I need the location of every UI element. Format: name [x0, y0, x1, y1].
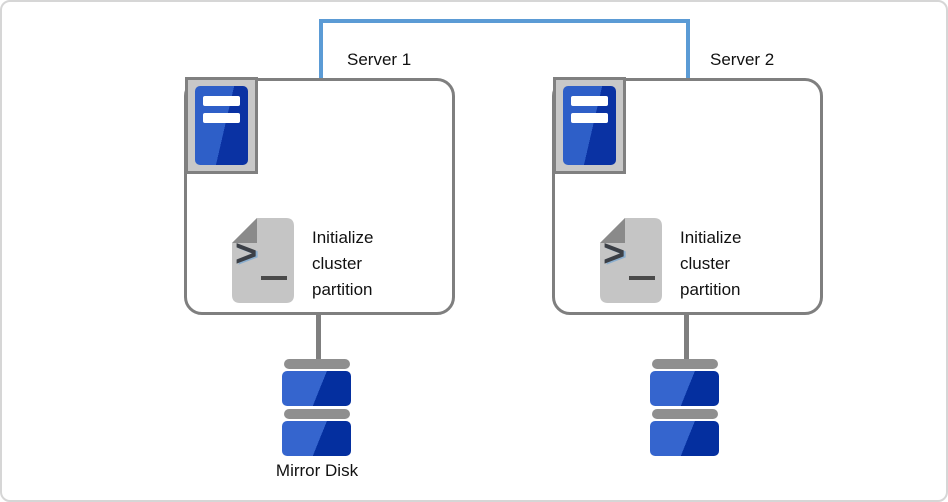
server2-action-text: Initialize cluster partition — [680, 228, 742, 299]
script-icon: > — [232, 218, 294, 303]
server1-disk-link — [316, 315, 321, 360]
interconnect-line-server1 — [319, 19, 323, 79]
disk1-platter-icon — [282, 371, 351, 406]
disk1-platter-icon — [282, 421, 351, 456]
mirror-disk-label: Mirror Disk — [275, 461, 359, 480]
disk2-cap-icon — [652, 359, 718, 369]
server1-tower-icon — [185, 77, 258, 174]
interconnect-line-horizontal — [319, 19, 690, 23]
server-tower-shape — [563, 86, 616, 165]
script-icon: > — [600, 218, 662, 303]
script-document-shape — [600, 218, 662, 303]
script-document-shape — [232, 218, 294, 303]
server-tower-shape — [195, 86, 248, 165]
disk2-platter-icon — [650, 421, 719, 456]
server2-label: Server 2 — [710, 50, 775, 69]
terminal-underscore — [629, 276, 655, 280]
terminal-prompt-icon: > — [235, 233, 258, 275]
tower-slot — [571, 96, 608, 106]
server2-disk-link — [684, 315, 689, 360]
tower-slot — [571, 113, 608, 123]
disk1-cap-icon — [284, 359, 350, 369]
interconnect-line-server2 — [686, 19, 690, 79]
server1-action-text: Initialize cluster partition — [312, 228, 374, 299]
server1-label: Server 1 — [347, 50, 412, 69]
disk2-divider-icon — [652, 409, 718, 419]
disk2-platter-icon — [650, 371, 719, 406]
terminal-underscore — [261, 276, 287, 280]
tower-slot — [203, 96, 240, 106]
server2-box — [552, 78, 823, 315]
disk1-divider-icon — [284, 409, 350, 419]
server2-tower-icon — [553, 77, 626, 174]
terminal-prompt-icon: > — [603, 233, 626, 275]
tower-slot — [203, 113, 240, 123]
